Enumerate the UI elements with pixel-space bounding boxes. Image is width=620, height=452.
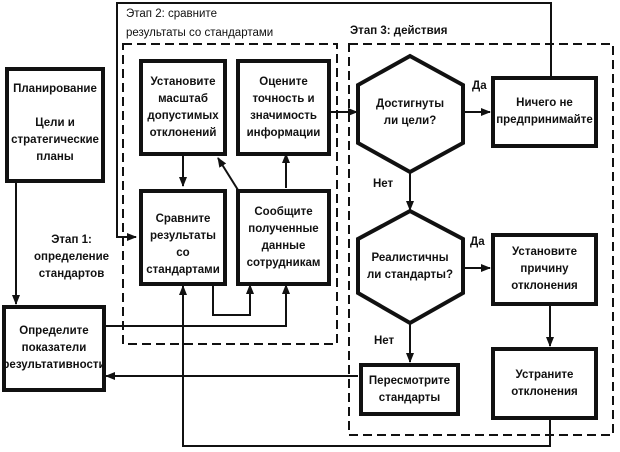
planning-line: планы: [36, 151, 74, 163]
box-text-line: Устраните: [515, 368, 574, 381]
box-evaluate-info: Оцените точность и значимость информации: [236, 59, 331, 156]
planning-line: Цели и: [35, 117, 75, 129]
stage2-label: Этап 2: сравните результаты со стандарта…: [126, 5, 273, 43]
box-eliminate-deviation: Устраните отклонения: [491, 347, 598, 420]
arrow-compare-to-report: [212, 284, 254, 316]
box-text-line: Определите: [19, 325, 89, 337]
edge-label-goals-yes: Да: [472, 80, 487, 92]
stage1-label-line3: стандартов: [38, 268, 105, 280]
stage3-region: [348, 43, 614, 436]
box-text-line: причину: [520, 263, 569, 275]
box-find-cause: Установите причину отклонения: [491, 233, 598, 306]
box-text-line: отклонений: [149, 126, 217, 139]
arrow-indicators-to-report: [104, 284, 290, 327]
box-text-line: информации: [246, 126, 321, 139]
box-text-line: стандарты: [378, 391, 441, 404]
planning-title: Планирование: [13, 83, 97, 95]
box-text-line: Пересмотрите: [368, 374, 451, 387]
box-text-line: отклонения: [511, 280, 578, 292]
edge-label-realistic-no: Нет: [374, 335, 395, 347]
box-text-line: отклонения: [511, 385, 578, 398]
box-text-line: допустимых: [147, 109, 219, 122]
box-define-indicators: Определите показатели результативности: [2, 305, 106, 392]
decision-text-line: ли стандарты?: [367, 269, 453, 281]
box-planning: Планирование Цели и стратегические планы: [5, 67, 105, 183]
edge-label-goals-no: Нет: [373, 178, 394, 190]
stage2-label-line1: Этап 2: сравните: [126, 8, 217, 20]
box-text-line: Установите: [512, 246, 577, 258]
box-report-data: Сообщите полученные данные сотрудникам: [236, 189, 331, 286]
box-text-line: результативности: [2, 359, 106, 371]
stage2-label-line2: результаты со стандартами: [126, 27, 274, 39]
box-text-line: точность и: [252, 92, 315, 105]
box-text-line: Сообщите: [254, 205, 313, 218]
box-text-line: полученные: [248, 222, 319, 235]
arrow-report-to-tolerance: [217, 157, 239, 191]
stage3-label: Этап 3: действия: [350, 25, 448, 37]
stage2-region: [122, 43, 338, 345]
decision-goals-achieved-label: Достигнуты ли цели?: [360, 85, 460, 141]
box-text-line: Установите: [150, 75, 216, 88]
box-text-line: предпринимайте: [496, 114, 593, 126]
box-set-tolerance: Установите масштаб допустимых отклонений: [139, 59, 227, 156]
box-text-line: сотрудникам: [246, 256, 321, 269]
box-text-line: стандартами: [146, 264, 220, 276]
box-compare-results: Сравните результаты со стандартами: [139, 189, 227, 286]
decision-text-line: Реалистичны: [371, 252, 449, 264]
stage1-label: Этап 1: определение стандартов: [34, 232, 109, 283]
box-revise-standards: Пересмотрите стандарты: [359, 363, 460, 416]
decision-standards-realistic-label: Реалистичны ли стандарты?: [360, 240, 460, 294]
stage1-label-line1: Этап 1:: [51, 234, 92, 246]
planning-line: стратегические: [11, 134, 99, 146]
decision-text-line: ли цели?: [383, 115, 437, 127]
loop-eliminate-to-compare: [179, 285, 551, 447]
box-text-line: Оцените: [259, 75, 308, 88]
loop-do-nothing-to-compare: [116, 2, 552, 241]
box-do-nothing: Ничего не предпринимайте: [491, 76, 598, 148]
box-text-line: данные: [261, 239, 306, 252]
edge-label-realistic-yes: Да: [470, 236, 485, 248]
box-text-line: значимость: [250, 109, 317, 122]
box-text-line: Сравните: [155, 213, 211, 225]
stage1-label-line2: определение: [34, 251, 110, 263]
box-text-line: результаты со: [150, 230, 216, 259]
box-text-line: показатели: [21, 342, 87, 354]
box-text-line: Ничего не: [516, 97, 573, 109]
decision-text-line: Достигнуты: [375, 98, 445, 110]
box-text-line: масштаб: [158, 92, 208, 105]
